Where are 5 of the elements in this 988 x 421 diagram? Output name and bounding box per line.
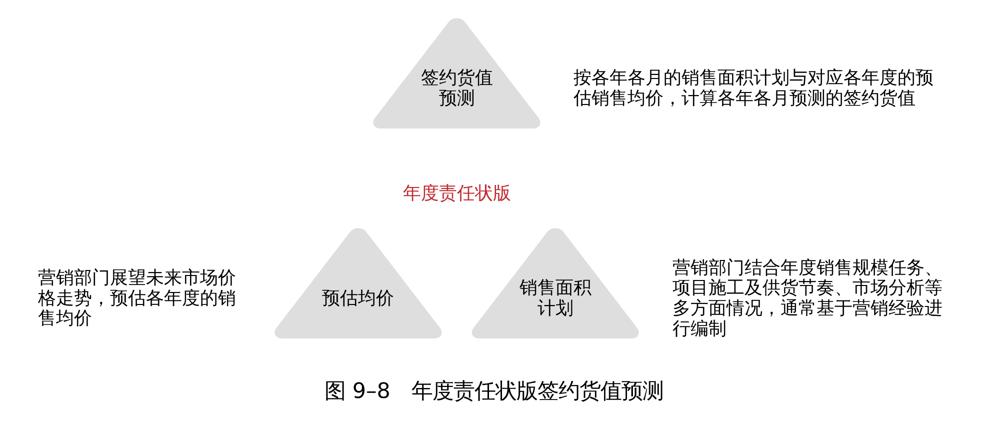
node-label: 营销部门展望未来市场价格走势，预估各年度的销售均价 [38,267,236,330]
node-label: 按各年各月的销售面积计划与对应各年度的预估销售均价，计算各年各月预测的签约货值 [574,68,934,110]
caption: 图 9–8 年度责任状版签约货值预测 [324,378,664,404]
label: 年度责任状版 [402,182,511,204]
node-label: 营销部门结合年度销售规模任务、项目施工及供货节奏、市场分析等多方面情况，通常基于营销经验进行编制 [672,257,943,340]
